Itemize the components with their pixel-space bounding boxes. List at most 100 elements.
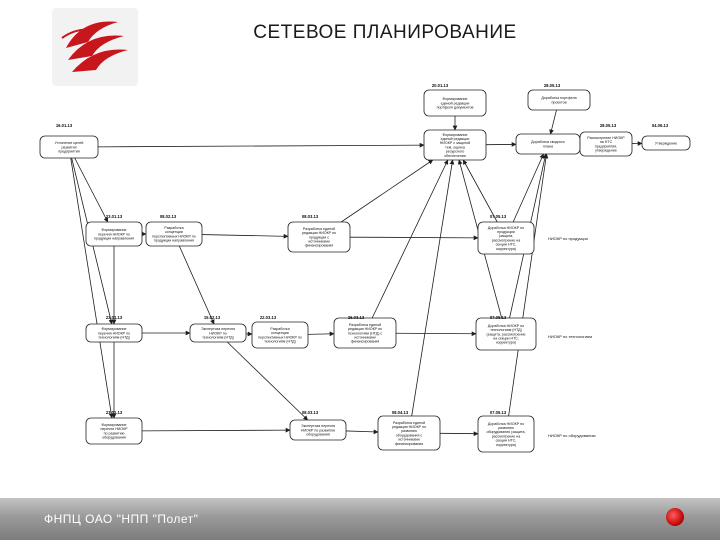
node-label-line: продукции — [497, 230, 514, 234]
arrow-n17-n18 — [141, 427, 291, 433]
node-label-line: развития — [61, 145, 76, 149]
node-label-line: Разработка — [270, 327, 289, 331]
node-label-line: Формирование — [101, 423, 126, 427]
node-box — [289, 419, 347, 441]
node-box — [189, 323, 247, 343]
node-label-line: финансирования — [305, 244, 334, 248]
footer-text: ФНПЦ ОАО "НПП "Полет" — [44, 512, 199, 526]
arrow-n11-n4 — [462, 159, 498, 223]
node-label-line: ресурсного — [446, 150, 465, 154]
node-label-line: единой редакции — [441, 101, 470, 105]
arrow-n13-n18 — [226, 341, 309, 421]
milestone-date: 23.01.13 — [106, 410, 123, 415]
node-box — [333, 317, 397, 349]
milestone-date: 28.05.13 — [600, 123, 617, 128]
node-label-line: утверждение — [595, 149, 617, 153]
node-label-line: на секции НТС, — [493, 336, 519, 340]
node-label-line: секции НТС, — [496, 439, 517, 443]
arrow-n3-n8 — [74, 157, 109, 223]
milestone-date: 08.04.13 — [392, 410, 409, 415]
node-label-line: НИОКР с защитой — [440, 141, 470, 145]
node-box — [39, 135, 99, 159]
node-label-line: оборудования — [306, 432, 330, 436]
node-label-line: (защита, рассмотрение — [486, 332, 525, 336]
node-label-line: продукции направления — [154, 239, 194, 243]
node-label-line: перспективных НИОКР по — [258, 335, 302, 339]
arrow-n10-n4 — [340, 159, 434, 223]
diagram-edges — [70, 109, 643, 437]
milestone-date: 23.01.13 — [106, 214, 123, 219]
node-label-line: Формирование — [101, 228, 126, 232]
node-label-line: Доработка сводного — [531, 140, 565, 144]
node-label-line: оборудования — [102, 436, 126, 440]
node-label-line: перечня НИОКР — [100, 427, 128, 431]
node-label-line: технологиям (НТД) — [202, 335, 234, 339]
arrow-n3-n4 — [97, 142, 425, 148]
node-label-line: по развитию — [104, 431, 125, 435]
node-label-line: технологиям (НТД) с — [348, 331, 383, 335]
track-label: НИОКР по оборудованию — [548, 433, 596, 438]
arrow-n10-n11 — [349, 235, 479, 241]
node-label-line: концепции — [271, 331, 289, 335]
milestone-date: 20.01.13 — [432, 83, 449, 88]
node-label-line: Доработка НИОКР по — [488, 324, 524, 328]
milestone-date: 16.01.13 — [56, 123, 73, 128]
node-label-line: редакции НИОКР по — [302, 231, 336, 235]
arrow-n18-n19 — [345, 429, 379, 435]
node-label-line: перечня НИОКР по — [98, 232, 130, 236]
node-label-line: предприятия — [58, 149, 80, 153]
node-box — [641, 135, 691, 151]
node-box — [85, 417, 143, 445]
arrow-n15-n16 — [395, 331, 477, 337]
node-box — [251, 321, 309, 349]
footer-bar: ФНПЦ ОАО "НПП "Полет" — [0, 498, 720, 540]
node-label-line: Формирование — [101, 327, 126, 331]
milestone-date: 08.03.13 — [302, 214, 319, 219]
page-title: СЕТЕВОЕ ПЛАНИРОВАНИЕ — [253, 22, 517, 43]
node-label-line: редакции НИОКР по — [348, 327, 382, 331]
milestone-date: 08.03.13 — [302, 410, 319, 415]
milestone-date: 26.03.13 — [348, 315, 365, 320]
node-box — [579, 131, 633, 157]
node-box — [423, 89, 487, 117]
milestone-date: 04.06.13 — [652, 123, 669, 128]
node-label-line: рассмотрение на — [492, 434, 521, 438]
node-box — [85, 221, 143, 247]
milestone-date: 15.02.13 — [204, 315, 221, 320]
node-label-line: корректура) — [496, 247, 516, 251]
node-label-line: Доработка НИОКР по — [488, 226, 524, 230]
node-label-line: НИОКР по развитию — [301, 428, 336, 432]
node-label-line: Разработка единой — [349, 323, 381, 327]
node-label-line: Утверждение — [655, 141, 677, 145]
node-label-line: НИОКР по — [209, 331, 226, 335]
node-label-line: технологиям (НТД) — [490, 328, 522, 332]
footer-red-dot — [666, 508, 684, 526]
node-label-line: Уточнение целей — [55, 141, 84, 145]
milestone-date: 07.05.13 — [490, 214, 507, 219]
milestone-date: 23.01.13 — [106, 315, 123, 320]
node-box — [475, 317, 537, 351]
node-label-line: плана — [543, 144, 553, 148]
node-label-line: источниками — [354, 335, 375, 339]
arrow-n9-n10 — [201, 233, 289, 239]
track-label: НИОКР по технологиям — [548, 334, 592, 339]
node-label-line: (защита, — [499, 234, 513, 238]
milestone-date: 08.02.13 — [160, 214, 177, 219]
node-label-line: тем, оценка — [445, 145, 465, 149]
arrow-n20-n5 — [508, 153, 549, 417]
node-box — [423, 129, 487, 161]
